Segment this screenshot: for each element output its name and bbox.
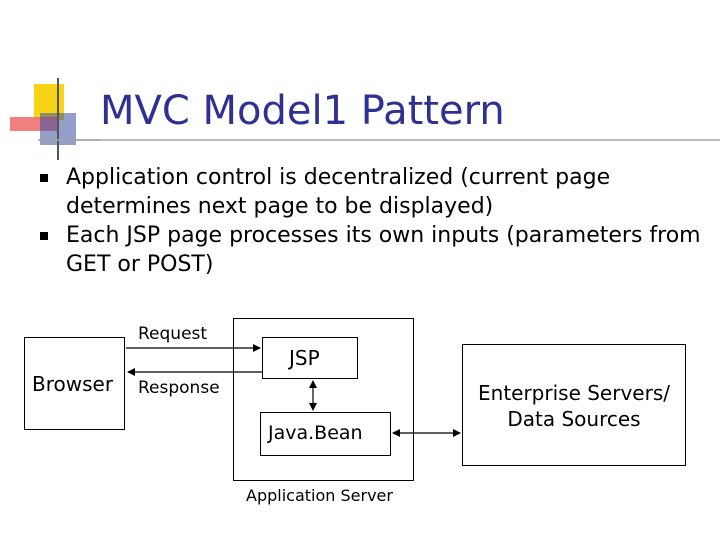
- browser-box: [24, 337, 125, 430]
- request-label: Request: [138, 324, 208, 344]
- browser-label: Browser: [32, 372, 114, 396]
- square-bullet-icon: [40, 174, 48, 182]
- javabean-label: Java.Bean: [268, 422, 363, 444]
- application-server-label: Application Server: [246, 486, 393, 505]
- bullet-text: Application control is decentralized (cu…: [66, 165, 611, 219]
- javabean-box: [260, 412, 391, 456]
- bullet-text: Each JSP page processes its own inputs (…: [66, 223, 701, 277]
- response-label: Response: [138, 378, 220, 398]
- enterprise-servers-label: Enterprise Servers/ Data Sources: [462, 380, 686, 432]
- enterprise-servers-box: [462, 344, 686, 466]
- bullet-list: Application control is decentralized (cu…: [36, 163, 706, 279]
- jsp-box: [262, 337, 358, 379]
- bullet-item: Each JSP page processes its own inputs (…: [36, 221, 706, 279]
- square-bullet-icon: [40, 232, 48, 240]
- bullet-item: Application control is decentralized (cu…: [36, 163, 706, 221]
- jsp-label: JSP: [289, 346, 320, 370]
- enterprise-line-1: Enterprise Servers/: [478, 381, 670, 405]
- slide-title: MVC Model1 Pattern: [100, 88, 505, 134]
- enterprise-line-2: Data Sources: [507, 407, 641, 431]
- title-underline: [38, 139, 720, 141]
